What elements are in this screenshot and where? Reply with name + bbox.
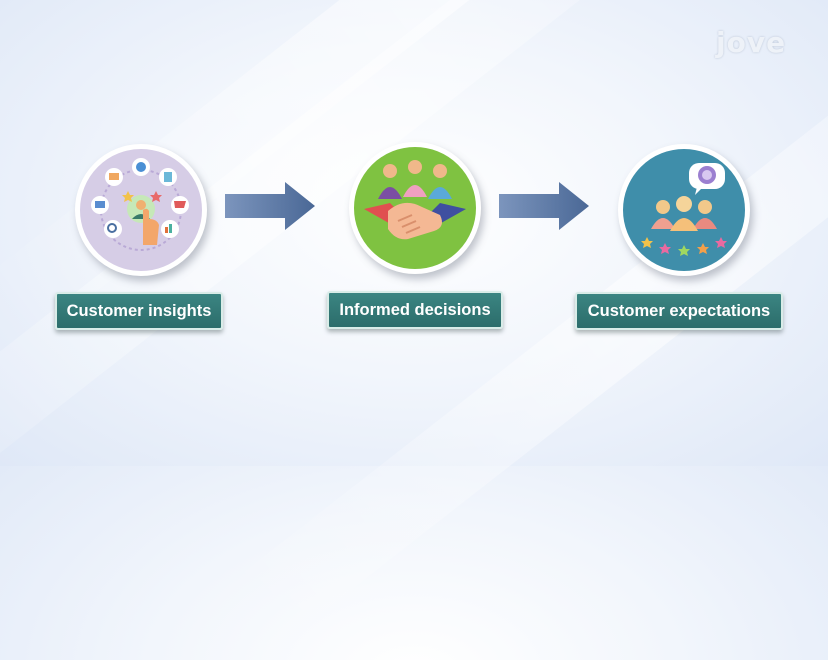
informed-decisions-label: Informed decisions bbox=[327, 291, 503, 329]
customer-expectations-icon bbox=[618, 144, 750, 276]
arrow-right-icon bbox=[499, 182, 589, 230]
customer-insights-label: Customer insights bbox=[55, 292, 223, 330]
handshake-icon bbox=[349, 142, 481, 274]
customer-expectations-label: Customer expectations bbox=[575, 292, 783, 330]
arrow-right-icon bbox=[225, 182, 315, 230]
customer-insights-icon bbox=[75, 144, 207, 276]
jove-logo: jove bbox=[716, 26, 787, 59]
